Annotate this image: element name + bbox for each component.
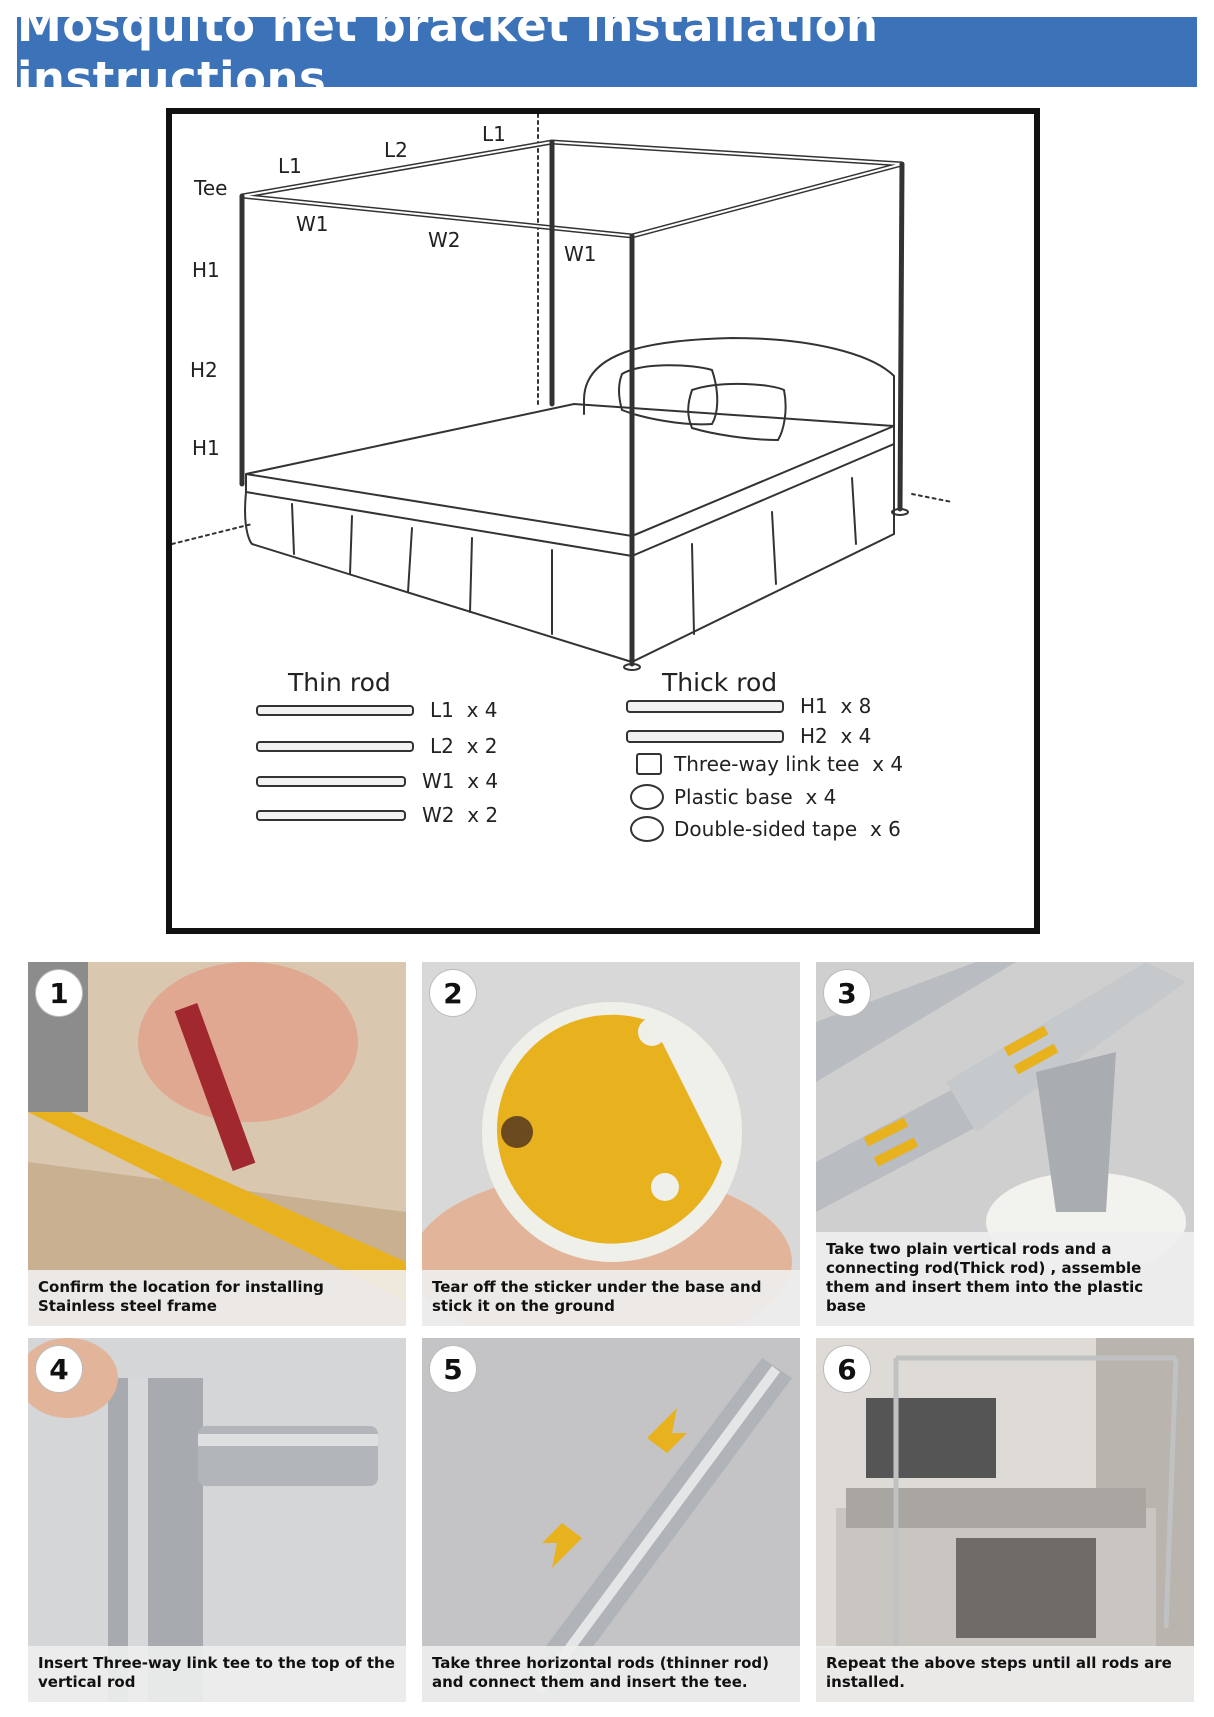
rod-icon — [256, 809, 406, 821]
step-number: 4 — [36, 1346, 82, 1392]
rod-icon — [626, 699, 784, 713]
title-banner: Mosquito net bracket installation instru… — [17, 0, 1197, 105]
label-h1-top: H1 — [192, 258, 220, 282]
step-number: 5 — [430, 1346, 476, 1392]
label-l2: L2 — [384, 138, 408, 162]
step-caption: Take three horizontal rods (thinner rod)… — [422, 1646, 800, 1702]
label-l1-right: L1 — [482, 122, 506, 146]
step-number: 2 — [430, 970, 476, 1016]
part-three-way-tee: Three-way link tee x 4 — [626, 752, 903, 776]
label-w2: W2 — [428, 228, 461, 252]
tee-icon — [636, 753, 662, 775]
step-number: 3 — [824, 970, 870, 1016]
step-caption: Repeat the above steps until all rods ar… — [816, 1646, 1194, 1702]
step-caption: Take two plain vertical rods and a conne… — [816, 1232, 1194, 1326]
step-5: 5 Take three horizontal rods (thinner ro… — [422, 1338, 800, 1702]
thin-rod-w1: W1 x 4 — [256, 769, 498, 793]
rod-icon — [256, 740, 414, 752]
step-2: 2 Tear off the sticker under the base an… — [422, 962, 800, 1326]
rod-icon — [626, 729, 784, 743]
label-h2: H2 — [190, 358, 218, 382]
tape-icon — [630, 816, 664, 842]
bed-frame-drawing — [172, 114, 953, 671]
step-3: 3 Take two plain vertical rods and a con… — [816, 962, 1194, 1326]
base-icon — [630, 784, 664, 810]
label-w1-right: W1 — [564, 242, 597, 266]
step-1: 1 Confirm the location for installing St… — [28, 962, 406, 1326]
label-tee: Tee — [194, 176, 228, 200]
step-number: 1 — [36, 970, 82, 1016]
step-number: 6 — [824, 1346, 870, 1392]
thin-rod-l2: L2 x 2 — [256, 734, 498, 758]
label-h1-bottom: H1 — [192, 436, 220, 460]
label-l1-left: L1 — [278, 154, 302, 178]
step-4: 4 Insert Three-way link tee to the top o… — [28, 1338, 406, 1702]
label-w1-left: W1 — [296, 212, 329, 236]
step-6: 6 Repeat the above steps until all rods … — [816, 1338, 1194, 1702]
tee-photo — [28, 1338, 406, 1702]
rod-icon — [256, 775, 406, 787]
page-title: Mosquito net bracket installation instru… — [17, 0, 879, 105]
thick-rod-heading: Thick rod — [662, 668, 778, 697]
finished-bed-photo — [816, 1338, 1194, 1702]
thin-rod-l1: L1 x 4 — [256, 698, 498, 722]
horizontal-rod-photo — [422, 1338, 800, 1702]
thin-rod-heading: Thin rod — [288, 668, 391, 697]
step-caption: Insert Three-way link tee to the top of … — [28, 1646, 406, 1702]
thin-rod-w2: W2 x 2 — [256, 803, 498, 827]
rod-icon — [256, 704, 414, 716]
step-caption: Confirm the location for installing Stai… — [28, 1270, 406, 1326]
thick-rod-h1: H1 x 8 — [626, 694, 871, 718]
plastic-base-photo — [422, 962, 800, 1326]
part-double-sided-tape: Double-sided tape x 6 — [626, 816, 901, 842]
part-plastic-base: Plastic base x 4 — [626, 784, 836, 810]
bed-frame-diagram: Tee L1 L2 L1 W1 W2 W1 H1 H2 H1 Thin rod … — [166, 108, 1040, 934]
thick-rod-h2: H2 x 4 — [626, 724, 871, 748]
step-caption: Tear off the sticker under the base and … — [422, 1270, 800, 1326]
